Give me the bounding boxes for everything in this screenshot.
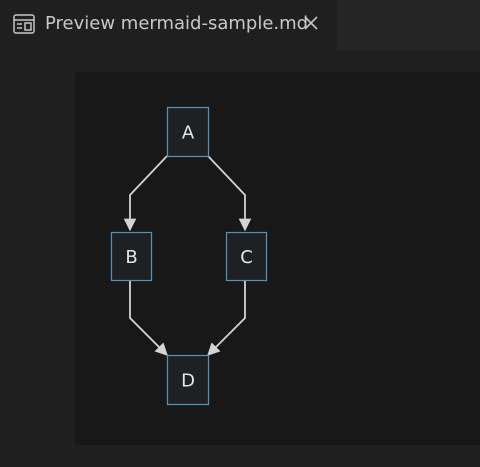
edge-c-d (207, 280, 246, 356)
node-a: A (166, 106, 210, 158)
node-c: C (225, 231, 268, 282)
preview-icon (13, 14, 35, 34)
node-box (225, 231, 268, 282)
node-b: B (110, 231, 153, 282)
node-box (166, 106, 210, 158)
edge-b-d (129, 280, 168, 356)
node-d: D (166, 354, 210, 406)
node-label: C (240, 247, 253, 268)
editor-tab-bar: Preview mermaid-sample.md (0, 0, 480, 50)
node-label: A (182, 123, 195, 144)
node-box (166, 354, 210, 406)
tab-preview[interactable]: Preview mermaid-sample.md (0, 0, 337, 50)
edge-a-b (123, 155, 168, 232)
close-icon[interactable] (303, 15, 319, 31)
edge-a-c (207, 155, 252, 232)
node-label: B (125, 247, 137, 268)
node-label: D (181, 371, 195, 392)
tab-title: Preview mermaid-sample.md (45, 13, 309, 34)
node-box (110, 231, 153, 282)
